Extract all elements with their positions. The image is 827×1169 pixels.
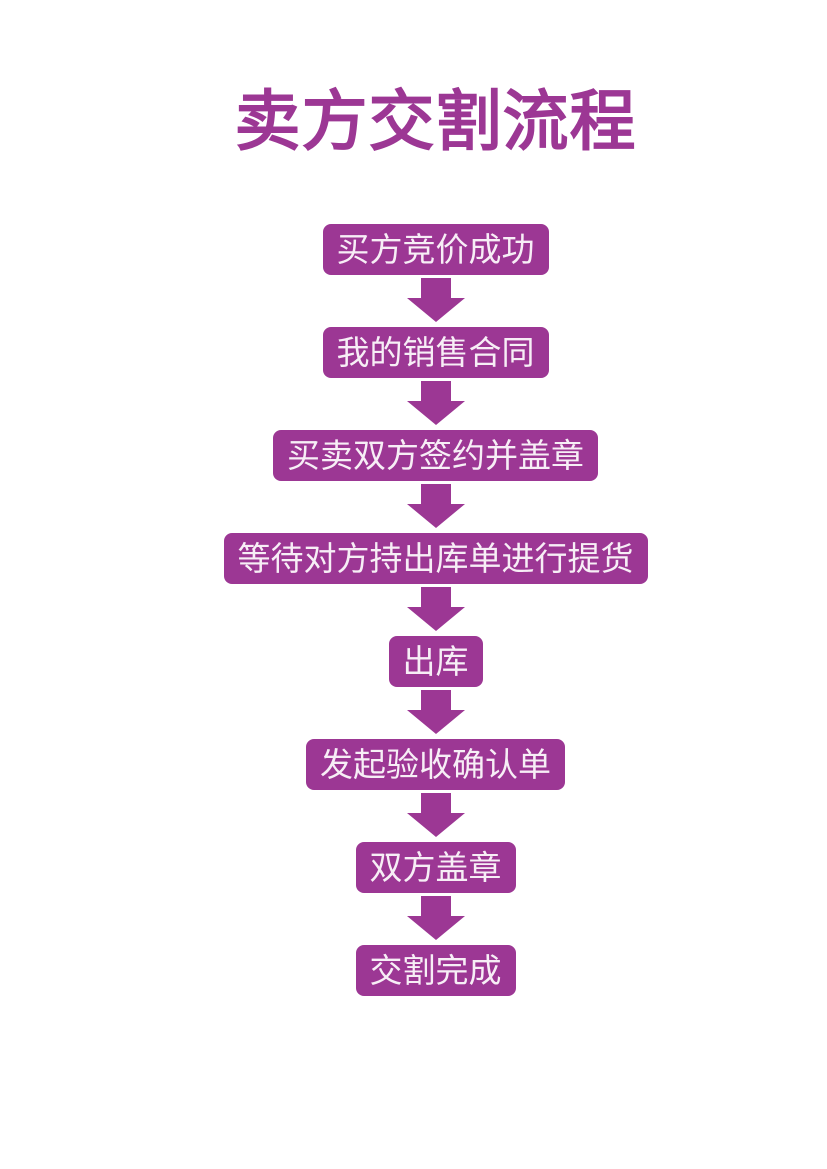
- flow-step: 双方盖章: [355, 842, 516, 945]
- down-arrow-icon: [406, 587, 465, 631]
- flow-step-box: 出库: [388, 636, 483, 687]
- flow-step-box: 买方竞价成功: [322, 224, 549, 275]
- flow-step: 交割完成: [355, 945, 516, 996]
- flow-step: 出库: [388, 636, 483, 739]
- down-arrow-icon: [406, 278, 465, 322]
- flow-step-box: 双方盖章: [355, 842, 516, 893]
- flow-step-box: 我的销售合同: [322, 327, 549, 378]
- flowchart: 买方竞价成功 我的销售合同 买卖双方签约并盖章 等待对方持出库单进行提货 出库: [22, 224, 827, 996]
- flow-step: 我的销售合同: [322, 327, 549, 430]
- flow-step-label: 我的销售合同: [336, 334, 535, 371]
- flow-step: 买方竞价成功: [322, 224, 549, 327]
- page-title: 卖方交割流程: [234, 84, 637, 158]
- down-arrow-icon: [406, 690, 465, 734]
- flow-step-box: 等待对方持出库单进行提货: [223, 533, 648, 584]
- down-arrow-icon: [406, 896, 465, 940]
- down-arrow-icon: [406, 793, 465, 837]
- flow-step-box: 交割完成: [355, 945, 516, 996]
- flow-step-label: 等待对方持出库单进行提货: [237, 540, 634, 577]
- flow-step-box: 买卖双方签约并盖章: [273, 430, 598, 481]
- down-arrow-icon: [406, 381, 465, 425]
- flow-step-label: 交割完成: [369, 952, 502, 989]
- down-arrow-icon: [406, 484, 465, 528]
- flow-step-label: 买卖双方签约并盖章: [287, 437, 584, 474]
- flow-step: 等待对方持出库单进行提货: [223, 533, 648, 636]
- flow-step-box: 发起验收确认单: [306, 739, 565, 790]
- flow-step: 买卖双方签约并盖章: [273, 430, 598, 533]
- flow-step-label: 发起验收确认单: [320, 746, 551, 783]
- flow-step-label: 出库: [402, 643, 469, 680]
- flow-step-label: 双方盖章: [369, 849, 502, 886]
- flow-step-label: 买方竞价成功: [336, 231, 535, 268]
- flow-step: 发起验收确认单: [306, 739, 565, 842]
